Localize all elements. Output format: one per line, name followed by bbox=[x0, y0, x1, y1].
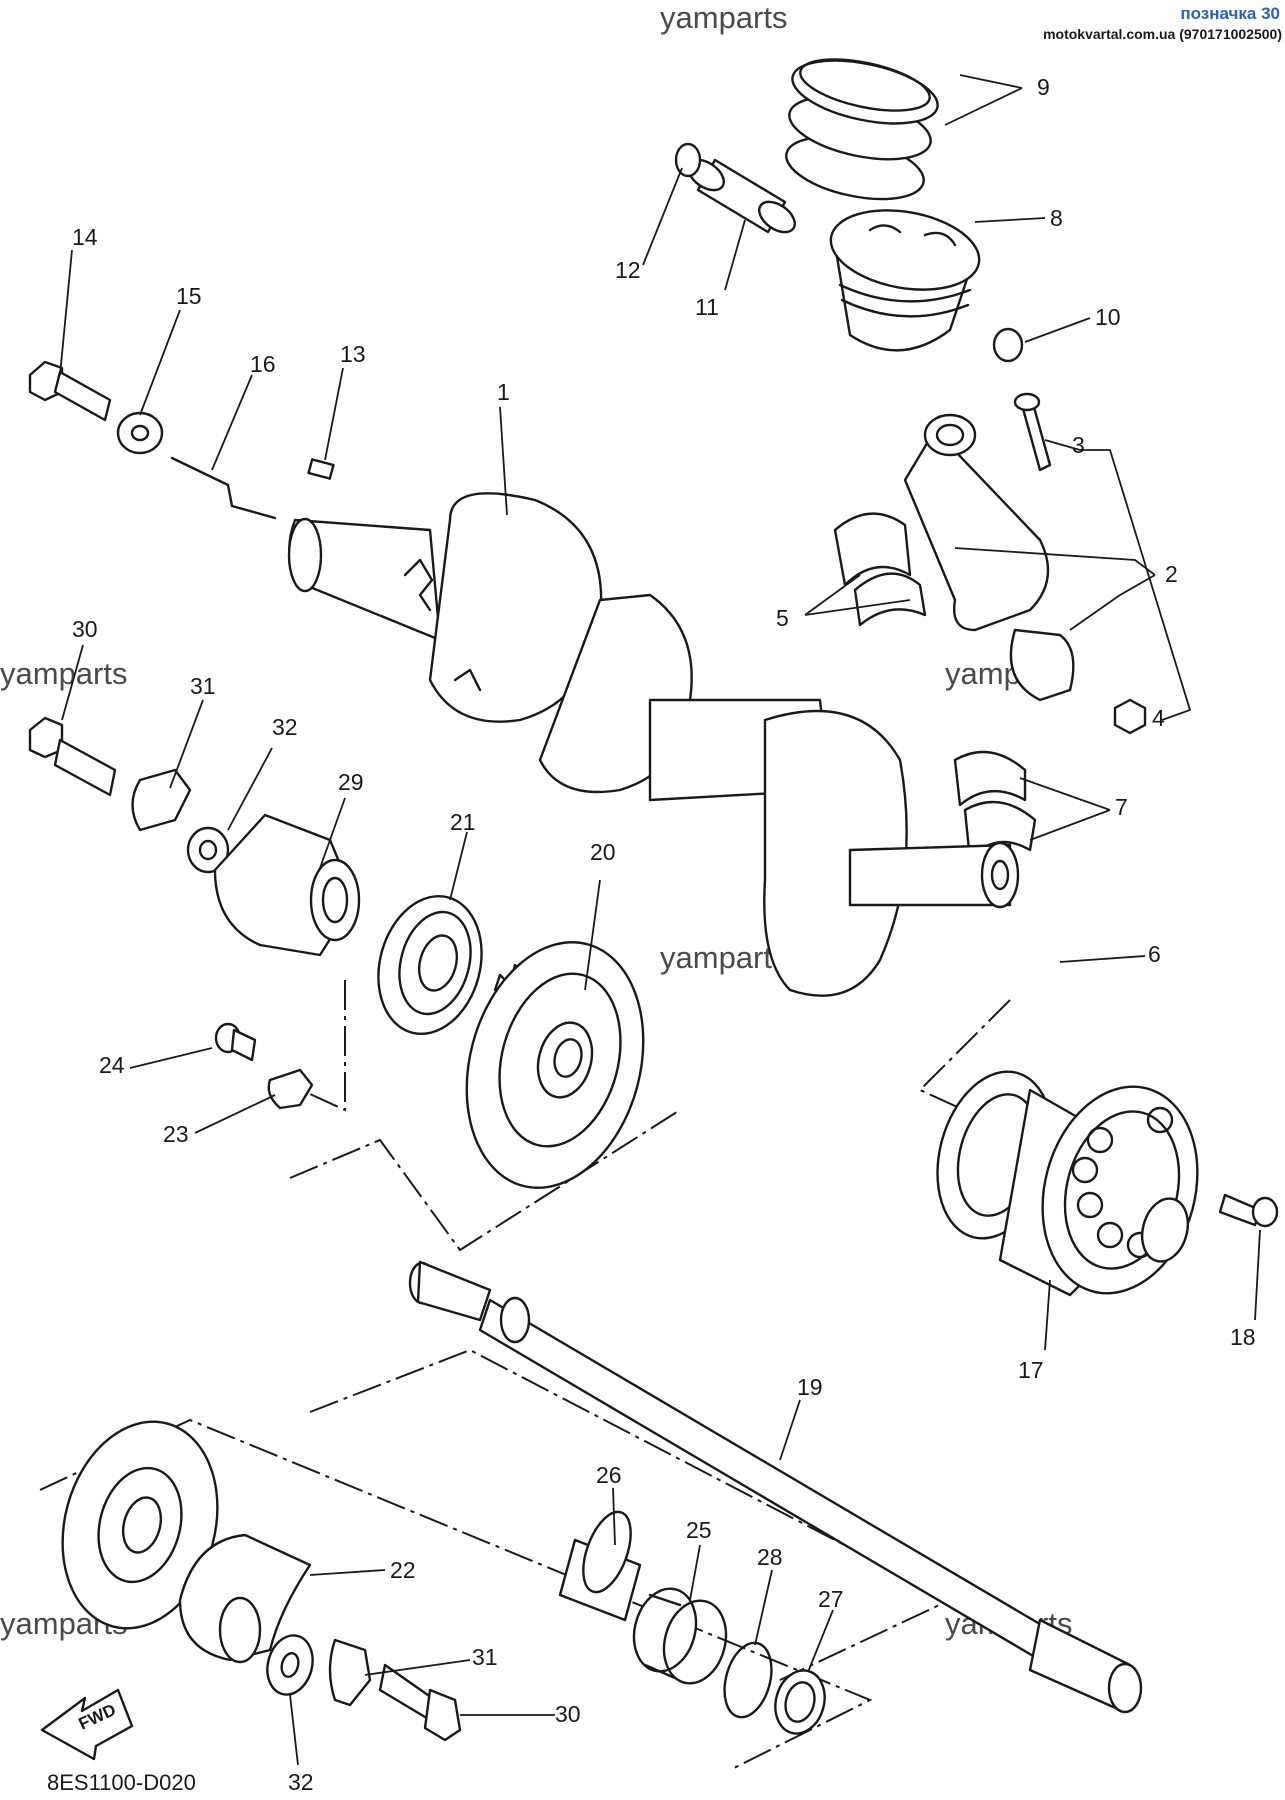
callout-27: 27 bbox=[818, 1586, 844, 1612]
fwd-arrow-icon: FWD bbox=[40, 1688, 134, 1761]
callout-26: 26 bbox=[596, 1462, 622, 1488]
crank-bolt-assembly bbox=[28, 360, 277, 520]
callout-11: 11 bbox=[695, 294, 719, 320]
callout-31: 31 bbox=[190, 673, 216, 699]
callout-18: 18 bbox=[1230, 1324, 1256, 1350]
lock-plate bbox=[131, 768, 192, 832]
gear-screw bbox=[214, 1022, 314, 1110]
callout-31-lower: 31 bbox=[472, 1644, 498, 1670]
callout-22: 22 bbox=[390, 1557, 416, 1583]
callout-15: 15 bbox=[176, 283, 202, 309]
callout-32-lower: 32 bbox=[288, 1769, 314, 1795]
woodruff-key bbox=[307, 458, 335, 480]
leader-lines bbox=[59, 74, 1261, 1766]
output-shaft bbox=[408, 1260, 1143, 1714]
callout-20: 20 bbox=[590, 839, 616, 865]
callout-16: 16 bbox=[250, 351, 276, 377]
washer bbox=[116, 411, 164, 455]
needle-bearing bbox=[632, 1587, 728, 1685]
callout-8: 8 bbox=[1050, 205, 1063, 231]
callout-9: 9 bbox=[1037, 74, 1050, 100]
housing-bolt bbox=[1218, 1193, 1262, 1227]
crank-bearing-upper bbox=[833, 512, 927, 627]
callout-13: 13 bbox=[340, 341, 366, 367]
callout-32: 32 bbox=[272, 714, 298, 740]
crank-bearing-housing bbox=[936, 1070, 1279, 1297]
callout-21: 21 bbox=[450, 809, 476, 835]
piston-pin bbox=[674, 142, 1024, 363]
washer bbox=[186, 826, 230, 874]
lock-wire bbox=[170, 456, 277, 520]
callout-23: 23 bbox=[163, 1121, 189, 1147]
crankshaft bbox=[287, 492, 1020, 997]
header-label: позначка 30 bbox=[1180, 4, 1280, 23]
balancer-bolt-upper bbox=[28, 716, 230, 874]
washer-lower bbox=[266, 1634, 314, 1696]
balancer-gear bbox=[61, 1420, 219, 1630]
callout-17: 17 bbox=[1018, 1357, 1044, 1383]
bushing bbox=[558, 1510, 642, 1622]
primary-drive-gear bbox=[465, 941, 645, 1189]
callout-5: 5 bbox=[776, 605, 789, 631]
callout-7: 7 bbox=[1115, 794, 1128, 820]
piston-rings bbox=[785, 58, 939, 201]
watermark: yamparts bbox=[660, 940, 787, 975]
callout-3: 3 bbox=[1072, 432, 1085, 458]
collar bbox=[774, 1669, 826, 1735]
header-site: motokvartal.com.ua (970171002500) bbox=[1043, 26, 1282, 42]
callout-30: 30 bbox=[72, 616, 98, 642]
balancer-weight bbox=[213, 813, 361, 957]
callout-28: 28 bbox=[757, 1544, 783, 1570]
watermark: yamparts bbox=[660, 0, 787, 35]
lock-plate-lower bbox=[328, 1638, 372, 1707]
diagram-code: 8ES1100-D020 bbox=[47, 1770, 196, 1795]
piston bbox=[829, 209, 981, 352]
balancer-bolt-lower bbox=[378, 1663, 462, 1742]
connecting-rod bbox=[903, 392, 1147, 735]
callout-10: 10 bbox=[1095, 304, 1121, 330]
callout-30-lower: 30 bbox=[555, 1701, 581, 1727]
callout-12: 12 bbox=[615, 257, 641, 283]
callout-4: 4 bbox=[1152, 705, 1165, 731]
rod-nut bbox=[1113, 698, 1147, 735]
circlip bbox=[723, 1641, 773, 1719]
callout-labels: 1 2 3 4 5 6 7 8 9 10 11 12 13 14 15 16 1… bbox=[72, 74, 1256, 1795]
callout-24: 24 bbox=[99, 1052, 125, 1078]
balancer-weight-lower bbox=[178, 1533, 312, 1664]
callout-19: 19 bbox=[797, 1374, 823, 1400]
crank-ball-bearing bbox=[377, 894, 483, 1036]
piston-pin-clip bbox=[674, 142, 702, 178]
callout-29: 29 bbox=[338, 769, 364, 795]
callout-1: 1 bbox=[497, 379, 510, 405]
watermark: yamparts bbox=[0, 656, 127, 691]
callout-6: 6 bbox=[1148, 941, 1161, 967]
callout-25: 25 bbox=[686, 1517, 712, 1543]
retainer-plate bbox=[267, 1068, 314, 1110]
piston-pin-clip bbox=[992, 327, 1024, 363]
callout-2: 2 bbox=[1165, 561, 1178, 587]
callout-14: 14 bbox=[72, 224, 98, 250]
